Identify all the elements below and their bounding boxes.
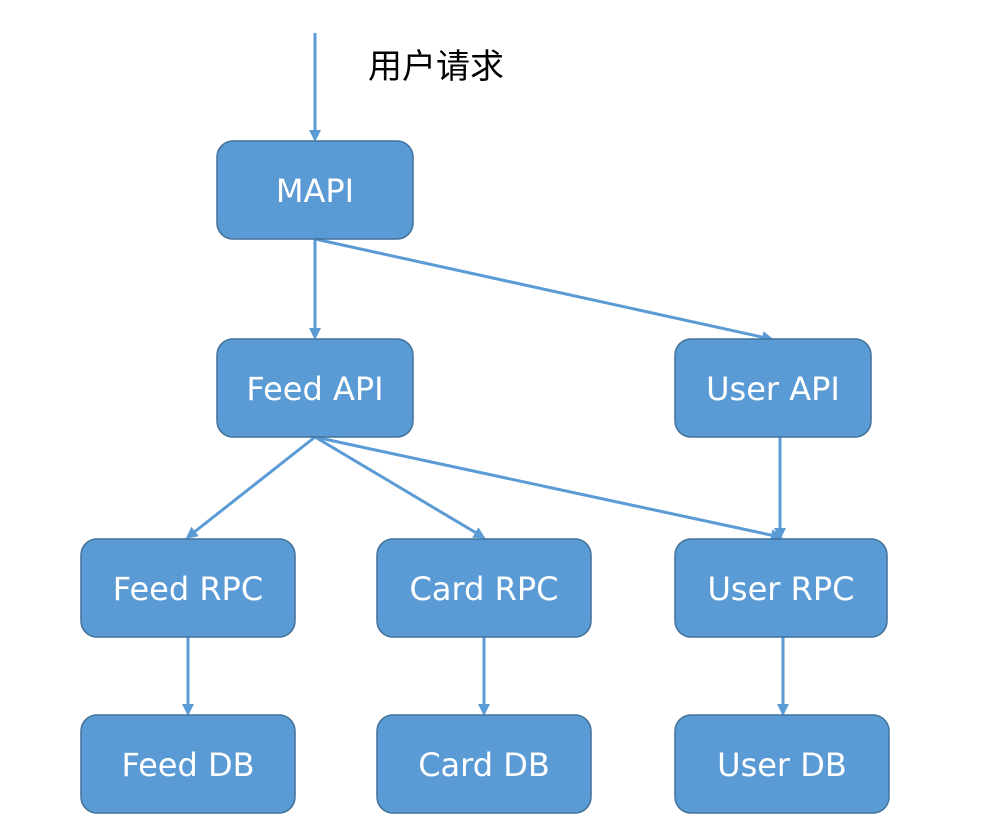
node-label: Feed RPC <box>113 570 263 608</box>
node-label: User RPC <box>708 570 855 608</box>
edges <box>182 33 789 716</box>
arrow-feed-api-to-card-rpc <box>314 435 486 539</box>
node-box <box>674 714 890 814</box>
node-user-api: User API <box>674 338 872 438</box>
node-label: Card DB <box>418 746 550 784</box>
request-label: 用户请求 <box>368 47 504 87</box>
node-mapi: MAPI <box>216 140 414 240</box>
arrow-mapi-to-user-api <box>314 237 774 343</box>
node-box <box>216 140 414 240</box>
node-card-db: Card DB <box>376 714 592 814</box>
arrow-feed-api-to-feed-rpc <box>185 435 316 539</box>
node-box <box>674 538 888 638</box>
node-box <box>80 538 296 638</box>
node-label: Feed API <box>246 370 383 408</box>
node-feed-rpc: Feed RPC <box>80 538 296 638</box>
node-label: User API <box>706 370 840 408</box>
node-label: User DB <box>717 746 847 784</box>
nodes: MAPI Feed API User API Feed RPC Card RPC User… <box>80 140 890 814</box>
node-label: Feed DB <box>121 746 254 784</box>
node-box <box>674 338 872 438</box>
node-box <box>376 714 592 814</box>
node-box <box>80 714 296 814</box>
node-label: MAPI <box>276 172 354 210</box>
node-box <box>376 538 592 638</box>
arrow-feed-api-to-user-rpc <box>314 435 783 541</box>
node-feed-api: Feed API <box>216 338 414 438</box>
node-feed-db: Feed DB <box>80 714 296 814</box>
node-card-rpc: Card RPC <box>376 538 592 638</box>
node-user-rpc: User RPC <box>674 538 888 638</box>
node-box <box>216 338 414 438</box>
node-user-db: User DB <box>674 714 890 814</box>
node-label: Card RPC <box>410 570 559 608</box>
